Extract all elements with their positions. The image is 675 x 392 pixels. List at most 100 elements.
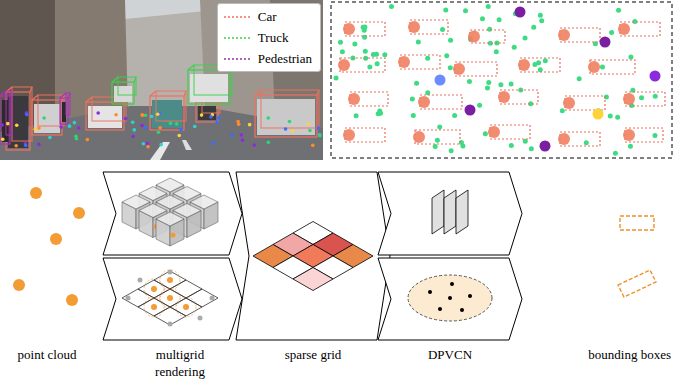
stage-chevron bbox=[378, 258, 522, 340]
lidar-point bbox=[371, 52, 376, 57]
lidar-point bbox=[560, 108, 565, 113]
pedestrian-point bbox=[465, 105, 476, 116]
lidar-point bbox=[414, 81, 419, 86]
point bbox=[167, 295, 173, 301]
lidar-point bbox=[497, 17, 502, 22]
point bbox=[66, 294, 78, 306]
stage-label: bounding boxes bbox=[588, 346, 671, 363]
lidar-point bbox=[177, 134, 181, 138]
lidar-point bbox=[156, 113, 160, 117]
stage-chevron bbox=[103, 172, 242, 255]
lidar-point bbox=[652, 133, 657, 138]
point bbox=[151, 304, 157, 310]
feature-plane bbox=[444, 190, 456, 234]
feature-plane bbox=[432, 190, 444, 234]
lidar-point bbox=[33, 127, 37, 131]
lidar-point bbox=[354, 113, 359, 118]
truck-box bbox=[112, 77, 136, 104]
lidar-point bbox=[73, 121, 77, 125]
lidar-point bbox=[6, 122, 10, 126]
lidar-point bbox=[653, 94, 658, 99]
lidar-point bbox=[200, 113, 204, 117]
lidar-point bbox=[613, 151, 618, 156]
lidar-point bbox=[1, 137, 5, 141]
lidar-point bbox=[284, 127, 288, 131]
lidar-point bbox=[584, 140, 589, 145]
lidar-point bbox=[477, 103, 482, 108]
legend: CarTruckPedestrian bbox=[217, 3, 321, 72]
car-point bbox=[343, 23, 355, 35]
lidar-point bbox=[448, 65, 453, 70]
vehicle bbox=[88, 106, 122, 128]
lidar-point bbox=[628, 54, 633, 59]
point bbox=[438, 307, 442, 311]
lidar-point bbox=[141, 113, 145, 117]
lidar-point bbox=[114, 113, 118, 117]
stage-label: sparse grid bbox=[285, 346, 342, 363]
lidar-point bbox=[538, 13, 543, 18]
car-point bbox=[563, 97, 575, 109]
lidar-point bbox=[340, 49, 345, 54]
bounding-box bbox=[620, 216, 654, 230]
car-point bbox=[398, 56, 410, 68]
lidar-point bbox=[215, 120, 219, 124]
lidar-point bbox=[241, 138, 245, 142]
pedestrian-box bbox=[60, 93, 70, 124]
lidar-point bbox=[509, 82, 514, 87]
lidar-point bbox=[179, 128, 183, 132]
lidar-point bbox=[48, 136, 52, 140]
sample-radius bbox=[144, 279, 164, 299]
stage-chevron bbox=[378, 172, 522, 255]
grid-node bbox=[138, 278, 143, 283]
lidar-point bbox=[531, 25, 536, 30]
lidar-point bbox=[433, 144, 438, 149]
lidar-point bbox=[144, 126, 148, 130]
birds-eye-view bbox=[331, 2, 672, 158]
car-point bbox=[453, 63, 465, 75]
vehicle bbox=[2, 100, 8, 142]
lidar-point bbox=[131, 120, 135, 124]
lidar-point bbox=[463, 8, 468, 13]
grid-node bbox=[126, 296, 131, 301]
lidar-point bbox=[131, 135, 135, 139]
lidar-point bbox=[68, 124, 72, 128]
lidar-point bbox=[15, 123, 19, 127]
sparse-cell bbox=[293, 268, 333, 291]
lidar-point bbox=[140, 124, 144, 128]
car-point bbox=[518, 59, 530, 71]
lidar-point bbox=[382, 52, 387, 57]
stage-chevron bbox=[103, 258, 242, 340]
car-point bbox=[348, 93, 360, 105]
lidar-point bbox=[317, 126, 321, 130]
point bbox=[167, 277, 173, 283]
lidar-point bbox=[24, 144, 28, 148]
pedestrian-box bbox=[0, 91, 12, 144]
lidar-point bbox=[25, 113, 29, 117]
lidar-point bbox=[577, 76, 582, 81]
point bbox=[183, 304, 189, 310]
lidar-point bbox=[512, 45, 517, 50]
car-box bbox=[255, 90, 319, 137]
car-point bbox=[623, 93, 635, 105]
point bbox=[460, 308, 464, 312]
grid-cell bbox=[170, 298, 202, 316]
lidar-point bbox=[338, 40, 343, 45]
lidar-point bbox=[307, 122, 311, 126]
pedestrian-point bbox=[435, 75, 446, 86]
lidar-point bbox=[159, 143, 163, 147]
lidar-point bbox=[529, 146, 534, 151]
stage-chevron bbox=[236, 172, 390, 340]
lidar-point bbox=[425, 90, 430, 95]
lidar-point bbox=[509, 143, 514, 148]
lidar-point bbox=[485, 85, 490, 90]
lidar-point bbox=[75, 137, 79, 141]
lidar-point bbox=[435, 138, 440, 143]
sample-radius bbox=[160, 288, 180, 308]
lidar-point bbox=[42, 116, 46, 120]
car-point bbox=[488, 126, 500, 138]
lidar-point bbox=[361, 25, 366, 30]
lidar-point bbox=[96, 111, 100, 115]
legend-text: Truck bbox=[258, 30, 289, 46]
lidar-point bbox=[291, 129, 295, 133]
